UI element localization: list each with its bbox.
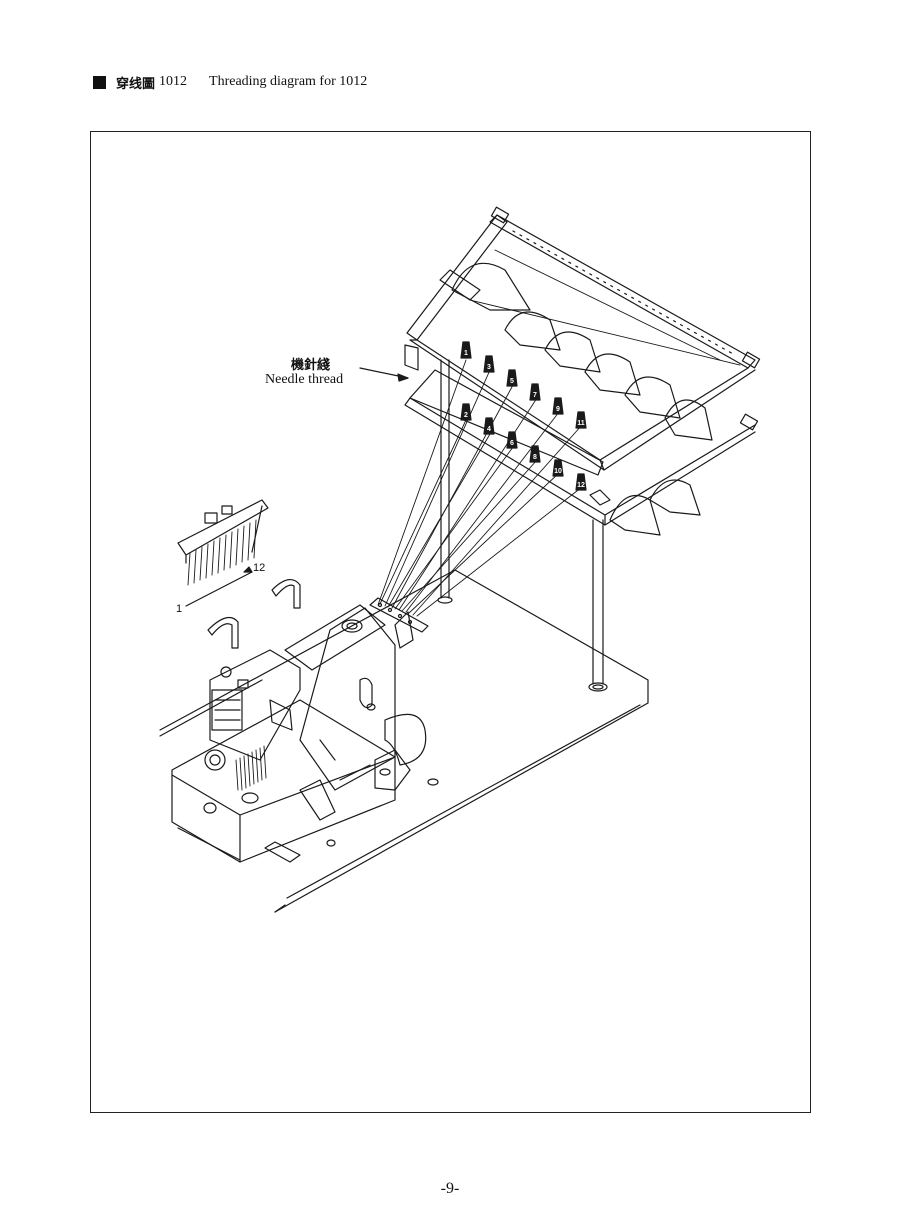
cone-number: 6 [510,440,514,447]
label-needle-last: 12 [253,562,265,574]
thread-cones [460,341,587,491]
upper-rack [404,206,761,471]
cone-bottom-6 [506,431,518,449]
needle-bar-inset [177,499,301,649]
machine-table [159,569,649,913]
figure-frame [90,131,811,1113]
cone-bottom-8 [529,445,541,463]
label-needle-first: 1 [176,603,182,615]
cone-number: 10 [554,468,562,475]
cone-numbers-top: 1 3 5 7 9 11 [464,350,585,427]
header-title-en: Threading diagram for 1012 [209,74,368,89]
cone-number: 5 [510,378,514,385]
header-model: 1012 [159,74,188,89]
bullet-square-icon [93,75,106,89]
cone-number: 7 [533,392,537,399]
cone-top-1 [460,341,472,359]
cone-numbers-bottom: 2 4 6 8 10 12 [464,412,585,489]
cone-bottom-12 [575,473,587,491]
page-number: -9- [440,1180,460,1197]
cone-top-5 [506,369,518,387]
cone-number: 2 [464,412,468,419]
page-header: 穿线圖 1012 Threading diagram for 1012 [93,72,367,92]
cone-number: 12 [577,482,585,489]
cone-bottom-10 [552,459,564,477]
cone-number: 8 [533,454,537,461]
cone-top-7 [529,383,541,401]
header-title-zh: 穿线圖 [116,76,156,92]
needle-thread-arrow [359,367,409,382]
thread-guide-bar [369,597,429,649]
cone-top-11 [575,411,587,429]
cone-number: 4 [487,426,491,433]
cone-number: 11 [577,420,585,427]
sewing-machine [171,604,427,863]
cone-number: 9 [556,406,560,413]
thread-lines [377,249,741,617]
cone-bottom-2 [460,403,472,421]
cone-bottom-4 [483,417,495,435]
label-needle-thread-en: Needle thread [265,372,343,387]
label-needle-thread-zh: 機針綫 [291,357,330,373]
cone-number: 1 [464,350,468,357]
cone-number: 3 [487,364,491,371]
cone-top-3 [483,355,495,373]
cone-top-9 [552,397,564,415]
